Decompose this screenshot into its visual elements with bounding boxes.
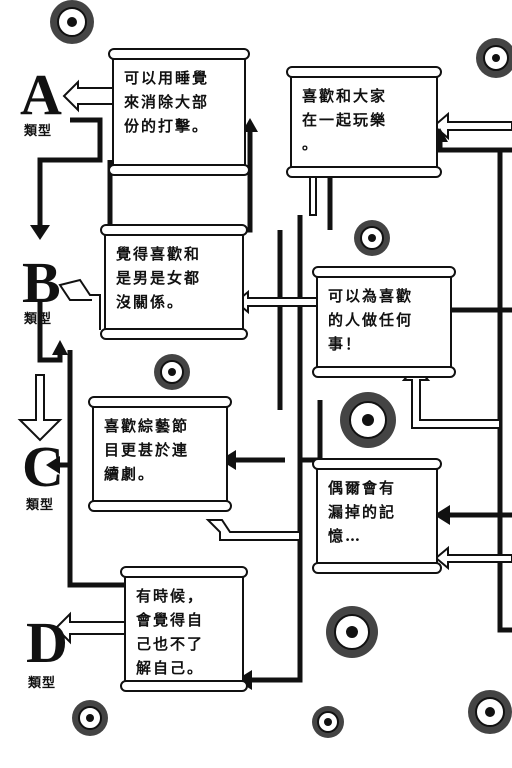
type-a-label: 類型 — [24, 124, 53, 139]
type-d-letter: D — [26, 610, 68, 675]
arrow-icon — [54, 611, 126, 645]
statement-text: 覺得喜歡和 是男是女都 沒關係。 — [116, 245, 202, 311]
arrow-icon — [434, 505, 450, 525]
connector-line — [497, 150, 512, 633]
type-c-letter: C — [22, 434, 64, 499]
arrow-icon — [242, 118, 258, 132]
connector-line — [67, 350, 125, 588]
statement-box-2: 覺得喜歡和 是男是女都 沒關係。 — [100, 224, 248, 340]
flower-medallion-icon — [476, 38, 512, 78]
type-c-label: 類型 — [26, 498, 55, 513]
statement-text: 喜歡綜藝節 目更甚於連 續劇。 — [104, 417, 190, 483]
flower-medallion-icon — [340, 392, 396, 448]
connector-line — [437, 130, 512, 153]
arrow-icon — [46, 456, 60, 474]
flower-medallion-icon — [326, 606, 378, 658]
statement-box-7: 偶爾會有 漏掉的記 憶… — [312, 458, 442, 574]
flower-medallion-icon — [154, 354, 190, 390]
statement-box-4: 有時候， 會覺得自 己也不了 解自己。 — [120, 566, 248, 692]
flower-medallion-icon — [468, 690, 512, 734]
statement-box-1: 可以用睡覺 來消除大部 份的打擊。 — [108, 48, 250, 176]
arrow-icon — [30, 225, 50, 240]
arrow-icon — [309, 174, 317, 216]
type-d-label: 類型 — [28, 676, 57, 691]
statement-box-6: 可以為喜歡 的人做任何 事！ — [312, 266, 456, 378]
flower-medallion-icon — [354, 220, 390, 256]
connector-line — [300, 400, 323, 463]
arrow-icon — [17, 374, 63, 442]
statement-box-3: 喜歡綜藝節 目更甚於連 續劇。 — [88, 396, 232, 512]
statement-text: 有時候， 會覺得自 己也不了 解自己。 — [136, 587, 205, 677]
connector-line — [240, 215, 303, 683]
statement-text: 可以為喜歡 的人做任何 事！ — [328, 287, 414, 353]
arrow-icon — [205, 519, 301, 541]
flower-medallion-icon — [50, 0, 94, 44]
statement-box-5: 喜歡和大家 在一起玩樂 。 — [286, 66, 442, 178]
arrow-icon — [58, 278, 101, 330]
type-b-letter: B — [22, 250, 61, 315]
arrow-icon — [434, 545, 512, 571]
arrow-icon — [52, 340, 68, 355]
connector-line — [37, 117, 103, 235]
statement-text: 偶爾會有 漏掉的記 憶… — [328, 479, 397, 545]
statement-text: 喜歡和大家 在一起玩樂 。 — [302, 87, 388, 153]
flower-medallion-icon — [312, 706, 344, 738]
arrow-icon — [220, 450, 236, 470]
statement-text: 可以用睡覺 來消除大部 份的打擊。 — [124, 69, 210, 135]
type-a-letter: A — [20, 62, 62, 127]
type-b-label: 類型 — [24, 312, 53, 327]
flower-medallion-icon — [72, 700, 108, 736]
arrow-icon — [432, 111, 512, 141]
